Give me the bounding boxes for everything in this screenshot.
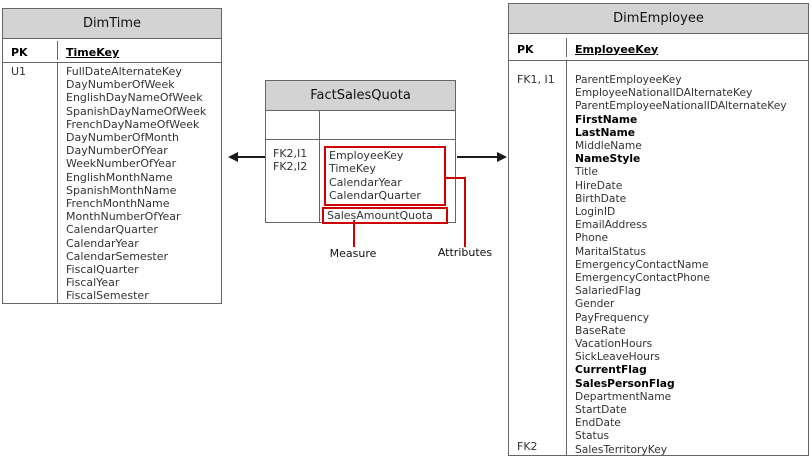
attribute-row: EmergencyContactPhone — [575, 271, 710, 285]
table-dimemployee-title: DimEmployee — [509, 4, 808, 34]
attribute-row: PayFrequency — [575, 310, 650, 324]
attributes-callout-label: Attributes — [437, 246, 493, 259]
pk-key-timekey: TimeKey — [66, 46, 120, 59]
attribute-row: CalendarSemester — [66, 249, 169, 263]
attribute-row: BirthDate — [575, 191, 627, 205]
pk-label: PK — [11, 46, 28, 59]
attribute-row: SpanishMonthName — [66, 183, 177, 197]
attribute-row: FiscalSemester — [66, 289, 149, 303]
pk-label: PK — [517, 42, 534, 56]
attributes-leader-line-vertical — [464, 177, 466, 247]
attribute-row: CalendarQuarter — [329, 189, 421, 203]
attribute-row: FrenchMonthName — [66, 197, 170, 211]
attribute-row: FrenchDayNameOfWeek — [66, 117, 200, 131]
attribute-row: DayNumberOfWeek — [66, 78, 175, 92]
arrowhead-left-icon — [228, 152, 238, 162]
attribute-row: EmailAddress — [575, 218, 648, 232]
attribute-row: CalendarYear — [329, 175, 402, 189]
attribute-row: MiddleName — [575, 139, 642, 153]
attribute-row: WeekNumberOfYear — [66, 157, 177, 171]
index-label: FK2,I1 — [273, 147, 308, 160]
attribute-row: SalesPersonFlag — [575, 376, 675, 390]
table-dimtime: DimTime PK TimeKey U1 FullDateAlternateK… — [2, 8, 222, 304]
measure-callout-label: Measure — [329, 247, 377, 260]
attribute-row: Gender — [575, 297, 615, 311]
measure-leader-line — [353, 220, 355, 247]
table-dimtime-title: DimTime — [3, 9, 221, 39]
attribute-row: FiscalQuarter — [66, 263, 139, 277]
attribute-row: StartDate — [575, 403, 627, 417]
attribute-row: EmergencyContactName — [575, 257, 709, 271]
relationship-line-dimtime — [237, 156, 265, 158]
attribute-row: Title — [575, 165, 598, 179]
attribute-row: DayNumberOfMonth — [66, 131, 179, 145]
attributes-leader-line-horizontal — [446, 177, 466, 179]
attribute-row: VacationHours — [575, 337, 653, 351]
attribute-row: CurrentFlag — [575, 363, 647, 377]
pk-key-employeekey: EmployeeKey — [575, 42, 659, 56]
measure-row: SalesAmountQuota — [327, 208, 433, 222]
attribute-row: EmployeeNationalIDAlternateKey — [575, 86, 753, 100]
attribute-row: EndDate — [575, 416, 621, 430]
table-dimemployee-pk-row: PK EmployeeKey — [509, 34, 808, 61]
attribute-row: FullDateAlternateKey — [66, 65, 182, 78]
index-label: U1 — [11, 65, 27, 78]
attribute-row: MonthNumberOfYear — [66, 210, 181, 224]
attribute-row: TimeKey — [329, 162, 376, 176]
arrowhead-right-icon — [497, 152, 507, 162]
dimemployee-index-column: FK1, I1 FK2 — [509, 61, 567, 455]
table-factsalesquota-title: FactSalesQuota — [266, 81, 455, 111]
attribute-row: ParentEmployeeNationalIDAlternateKey — [575, 99, 787, 113]
attribute-row: MaritalStatus — [575, 244, 646, 258]
attribute-row: FiscalYear — [66, 276, 120, 290]
attribute-row: DepartmentName — [575, 389, 672, 403]
attribute-row: CalendarQuarter — [66, 223, 158, 237]
attribute-row: EnglishMonthName — [66, 170, 173, 184]
index-label-fk2: FK2 — [517, 439, 538, 453]
attribute-row: ParentEmployeeKey — [575, 73, 682, 86]
dimtime-index-column: U1 — [3, 63, 58, 303]
attribute-row: LastName — [575, 125, 636, 139]
table-factsalesquota-pk-row-empty — [266, 111, 455, 140]
measure-highlight-box: SalesAmountQuota — [322, 206, 448, 225]
attribute-row: DayNumberOfYear — [66, 144, 168, 158]
attribute-row: CalendarYear — [66, 236, 139, 250]
table-dimtime-pk-row: PK TimeKey — [3, 39, 221, 63]
relationship-line-dimemployee — [457, 156, 498, 158]
attribute-row: FirstName — [575, 112, 638, 126]
attribute-row: Status — [575, 429, 610, 443]
attribute-row: NameStyle — [575, 152, 641, 166]
attribute-row: Phone — [575, 231, 609, 245]
attribute-row: LoginID — [575, 205, 616, 219]
attribute-row: EnglishDayNameOfWeek — [66, 91, 203, 105]
attribute-row: HireDate — [575, 178, 623, 192]
index-label-fk1: FK1, I1 — [517, 73, 555, 86]
attribute-row: SalariedFlag — [575, 284, 642, 298]
attribute-row: SickLeaveHours — [575, 350, 660, 364]
table-dimemployee: DimEmployee PK EmployeeKey FK1, I1 FK2 P… — [508, 3, 809, 456]
attribute-row: SalesTerritoryKey — [575, 442, 668, 456]
attribute-row: EmployeeKey — [329, 149, 404, 162]
attribute-row: BaseRate — [575, 323, 626, 337]
index-label: FK2,I2 — [273, 160, 308, 174]
attribute-row: SpanishDayNameOfWeek — [66, 104, 207, 118]
